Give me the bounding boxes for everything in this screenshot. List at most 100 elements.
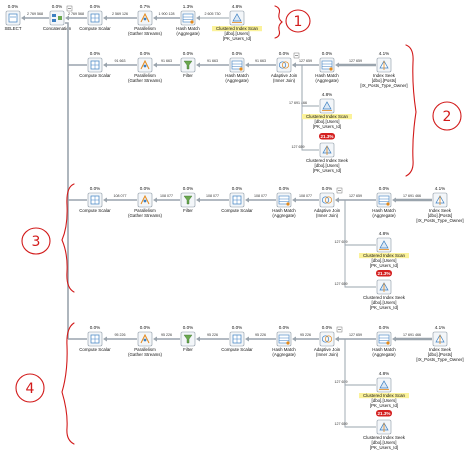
operator-cost-percent: 0.0% (183, 325, 193, 330)
plan-operator[interactable]: 0.0%Compute Scalar (221, 186, 253, 213)
operator-cost-percent: 0.0% (279, 51, 289, 56)
parallel-dot (143, 64, 147, 68)
flow-arrow (153, 197, 180, 203)
plan-operator[interactable]: 0.0%Hash Match(Aggregate) (372, 186, 396, 218)
adaptive-join-icon-frame (319, 192, 335, 208)
plan-operator[interactable]: 0.0%Parallelism(Gather Streams) (128, 186, 162, 218)
flow-arrow-head (103, 15, 107, 21)
operator-cost-percent: 0.0% (140, 186, 150, 191)
flow-arrow (392, 336, 432, 342)
plan-operator[interactable]: 0.0%Compute Scalar (79, 186, 111, 213)
plan-operator[interactable]: 0.0%Hash Match(Aggregate) (315, 51, 339, 83)
plan-operator[interactable]: 0.0%Concatenation (43, 4, 73, 31)
row-count-label: 127 659 (349, 194, 362, 198)
operator-detail: (Aggregate) (272, 213, 296, 218)
flow-arrow-head (292, 197, 296, 203)
plan-operator[interactable]: 21.3%Clustered Index Seek[dbo].[Users][P… (306, 133, 349, 173)
operator-cost-percent: 4.8% (379, 231, 389, 236)
flow-arrow-head (335, 62, 339, 68)
flow-arrow-head (196, 15, 200, 21)
operator-cost-percent: 4.1% (435, 186, 445, 191)
annotation-number: 4 (26, 381, 35, 397)
plan-operator[interactable]: 0.0%Parallelism(Gather Streams) (128, 51, 162, 83)
plan-operator[interactable]: 4.8%Clustered Index Scan[dbo].[Users][PK… (359, 371, 409, 408)
plan-operator[interactable]: 0.0%Hash Match(Aggregate) (372, 325, 396, 357)
flow-arrow-shaft (338, 338, 376, 428)
operator-detail: (Aggregate) (315, 78, 339, 83)
hash-dot (386, 202, 390, 206)
clustered-index-scan-icon (319, 98, 335, 114)
operator-detail: [PK_Users_Id] (370, 263, 398, 268)
row-count-label: 1 900 128 (159, 12, 175, 16)
operator-detail: [dbo].[Users] (372, 300, 397, 305)
annotation-number: 3 (32, 234, 41, 250)
row-count-label: 127 659 (335, 282, 348, 286)
row-count-label: 17 691 466 (403, 194, 421, 198)
plan-operator[interactable]: 0.0%Compute Scalar (79, 4, 111, 31)
index-seek-icon (376, 57, 392, 73)
plan-operator[interactable]: 0.0%Filter (180, 186, 196, 213)
plan-operator[interactable]: 0.7%Parallelism(Gather Streams) (128, 4, 162, 36)
flow-arrow-head (21, 15, 25, 21)
operator-cost-percent: 0.7% (140, 4, 150, 9)
plan-operator[interactable]: 1.3%Hash Match(Aggregate) (176, 4, 200, 36)
flow-arrow (196, 336, 229, 342)
operator-cost-percent: 4.1% (435, 325, 445, 330)
plan-operator[interactable]: 0.0%Adaptive Join(Inner Join) (314, 186, 343, 218)
operator-name: Adaptive Join (314, 347, 341, 352)
parallelism-icon (137, 192, 153, 208)
plan-operator[interactable]: 0.0%Adaptive Join(Inner Join) (271, 51, 300, 83)
row-count-label: 17 691 466 (403, 333, 421, 337)
plan-operator[interactable]: 0.0%SELECT (4, 4, 21, 31)
plan-operator[interactable]: 21.3%Clustered Index Seek[dbo].[Users][P… (363, 270, 406, 310)
operator-detail: [dbo].[Users] (315, 119, 340, 124)
plan-operator[interactable]: 4.8%Clustered Index Scan[dbo].[Users][PK… (212, 4, 262, 41)
plan-operator[interactable]: 4.8%Clustered Index Scan[dbo].[Users][PK… (302, 92, 352, 129)
flow-arrow-head (103, 197, 107, 203)
plan-operator[interactable]: 0.0%Compute Scalar (79, 325, 111, 352)
compute-scalar-icon (87, 57, 103, 73)
plan-operator[interactable]: 0.0%Compute Scalar (221, 325, 253, 352)
hash-table (378, 334, 390, 344)
cost-badge (376, 410, 392, 417)
cost-badge (376, 270, 392, 277)
compute-scalar-icon (87, 10, 103, 26)
flow-arrow-head (245, 197, 249, 203)
plan-operator[interactable]: 4.1%Index Seek[dbo].[Posts][IX_Posts_Typ… (416, 325, 463, 362)
concatenation-icon (49, 10, 65, 26)
plan-operator[interactable]: 4.8%Clustered Index Scan[dbo].[Users][PK… (359, 231, 409, 268)
operator-name: Filter (183, 73, 193, 78)
cost-badge (319, 133, 335, 140)
plan-operator[interactable]: 4.1%Index Seek[dbo].[Posts][IX_Posts_Typ… (360, 51, 407, 88)
plan-operator[interactable]: 0.0%Hash Match(Aggregate) (272, 186, 296, 218)
plan-operator[interactable]: 4.1%Index Seek[dbo].[Posts][IX_Posts_Typ… (416, 186, 463, 223)
plan-operator[interactable]: 0.0%Compute Scalar (79, 51, 111, 78)
operator-detail: (Inner Join) (316, 352, 339, 357)
flow-arrow (392, 197, 432, 203)
plan-operator[interactable]: 0.0%Adaptive Join(Inner Join) (314, 325, 343, 357)
cluster-tree (379, 240, 389, 249)
concat-block-out (58, 16, 62, 20)
plan-operator[interactable]: 0.0%Filter (180, 51, 196, 78)
plan-operator[interactable]: 0.0%Hash Match(Aggregate) (225, 51, 249, 83)
annotation-brace-2 (405, 44, 417, 177)
plan-operator[interactable]: 0.0%Parallelism(Gather Streams) (128, 325, 162, 357)
operator-detail: [IX_Posts_Type_Owner] (416, 357, 463, 362)
select-glyph (8, 13, 18, 23)
row-count-label: 2 769 568 (68, 12, 84, 16)
row-count-label: 108 077 (114, 194, 127, 198)
plan-operator[interactable]: 0.0%Hash Match(Aggregate) (272, 325, 296, 357)
operator-name: Clustered Index Scan (216, 26, 259, 31)
flow-arrow-head (245, 336, 249, 342)
parallel-dot (143, 199, 147, 203)
flow-arrow (196, 197, 229, 203)
plan-operator[interactable]: 0.0%Filter (180, 325, 196, 352)
flow-arrow-head (153, 15, 157, 21)
operator-detail: [PK_Users_Id] (223, 36, 251, 41)
plan-operator[interactable]: 21.3%Clustered Index Seek[dbo].[Users][P… (363, 410, 406, 450)
operator-cost-percent: 0.0% (279, 186, 289, 191)
operator-name: Compute Scalar (79, 347, 111, 352)
flow-arrow (103, 336, 137, 342)
clustered-index-seek-icon (376, 419, 392, 435)
flow-arrow-shaft (295, 64, 319, 151)
